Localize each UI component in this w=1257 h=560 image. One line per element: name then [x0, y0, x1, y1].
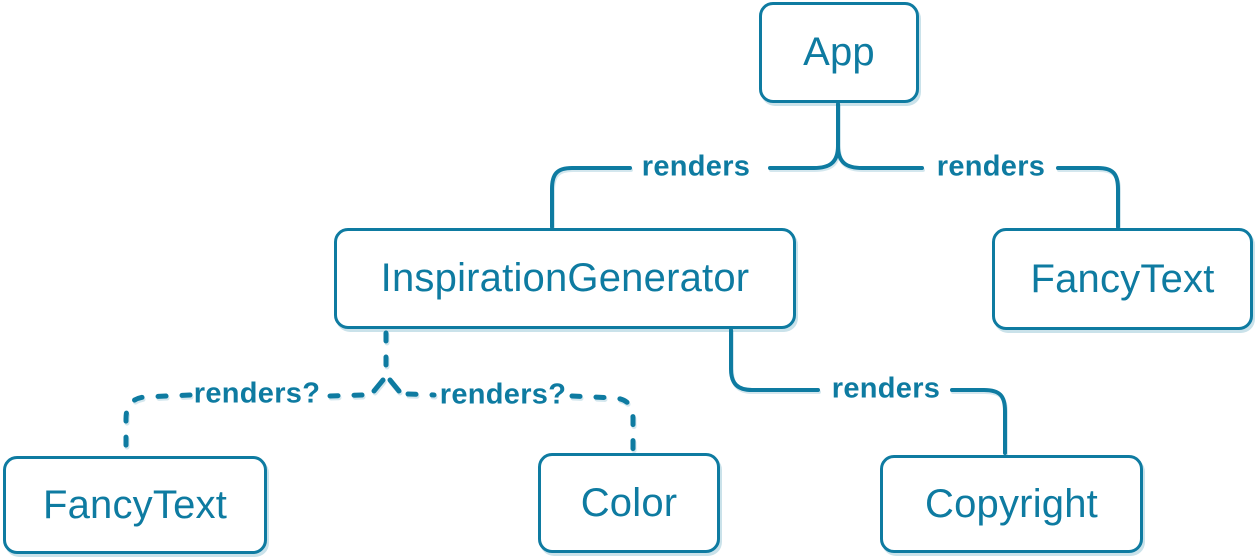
node-fancy-text-left: FancyText — [3, 456, 267, 554]
edge-label-inspirationgenerator-color: renders? — [439, 378, 567, 411]
edge-label-app-fancytext: renders — [936, 150, 1046, 183]
edge-fork-caret — [371, 377, 402, 394]
edge-inspirationgenerator-to-copyright — [729, 328, 1007, 455]
node-inspiration-generator-label: InspirationGenerator — [380, 256, 750, 300]
node-color-label: Color — [580, 480, 678, 525]
node-app-label: App — [803, 30, 875, 74]
node-color: Color — [538, 453, 720, 553]
node-fancy-text-top-label: FancyText — [1030, 256, 1215, 301]
node-fancy-text-top: FancyText — [992, 228, 1253, 330]
node-copyright: Copyright — [880, 455, 1143, 553]
node-fancy-text-left-label: FancyText — [42, 482, 228, 527]
edge-label-app-inspirationgenerator: renders — [641, 150, 751, 183]
node-inspiration-generator: InspirationGenerator — [334, 228, 796, 329]
node-copyright-label: Copyright — [925, 481, 1098, 526]
edge-app-to-fancytext — [836, 144, 1120, 229]
node-app: App — [759, 2, 919, 103]
edge-inspirationgenerator-to-color-dashed — [405, 391, 636, 452]
edge-label-inspirationgenerator-fancytext: renders? — [193, 377, 321, 410]
edge-inspirationgenerator-to-fancytext-dashed — [123, 392, 365, 455]
edge-label-inspirationgenerator-copyright: renders — [831, 372, 941, 405]
